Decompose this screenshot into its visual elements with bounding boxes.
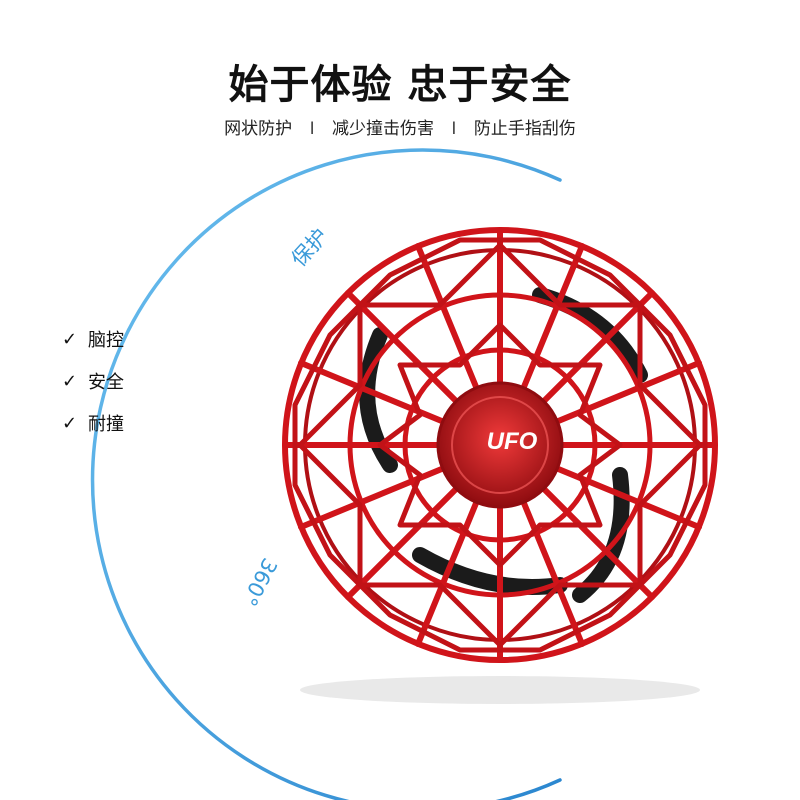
feature-item: ✓ 耐撞 — [62, 402, 124, 444]
protection-arc — [90, 148, 562, 800]
separator: I — [309, 119, 315, 139]
feature-label: 安全 — [88, 372, 124, 393]
subtitle: 网状防护 I 减少撞击伤害 I 防止手指刮伤 — [0, 114, 800, 139]
feature-list: ✓ 脑控 ✓ 安全 ✓ 耐撞 — [62, 318, 124, 444]
drone-shadow — [300, 676, 700, 704]
feature-label: 脑控 — [88, 330, 124, 351]
cage-lattice — [292, 237, 708, 653]
center-hub — [436, 381, 564, 509]
ufo-logo: UFO — [487, 428, 538, 455]
feature-label: 耐撞 — [88, 414, 124, 435]
check-icon: ✓ — [62, 370, 78, 392]
subtitle-item: 防止手指刮伤 — [473, 119, 576, 139]
separator: I — [451, 119, 457, 139]
subtitle-item: 减少撞击伤害 — [332, 119, 434, 139]
ufo-drone: UFO — [282, 227, 718, 663]
feature-item: ✓ 脑控 — [62, 318, 124, 360]
check-icon: ✓ — [62, 328, 78, 350]
page-title: 始于体验 忠于安全 — [228, 62, 572, 108]
feature-item: ✓ 安全 — [62, 360, 124, 402]
subtitle-item: 网状防护 — [224, 119, 293, 139]
check-icon: ✓ — [62, 412, 78, 434]
